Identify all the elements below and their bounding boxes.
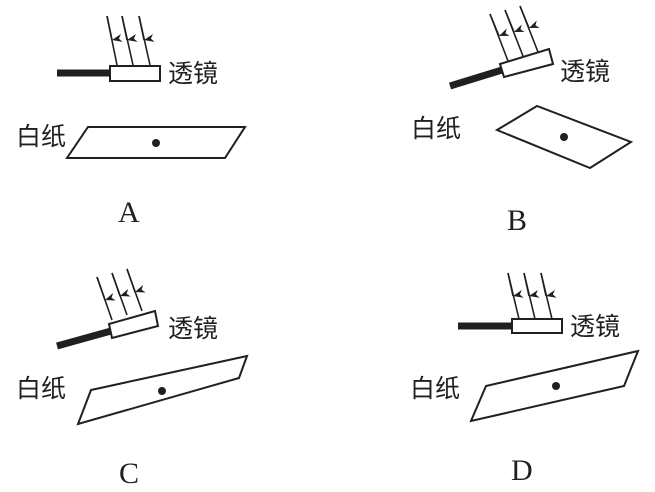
paper-label: 白纸	[16, 122, 66, 151]
option-c[interactable]: 透镜 白纸 C	[16, 268, 249, 490]
option-letter: B	[507, 204, 527, 237]
option-letter: D	[511, 454, 533, 487]
lens	[109, 65, 161, 82]
lens-label: 透镜	[168, 59, 218, 88]
paper-label: 白纸	[410, 374, 460, 403]
lens-label: 透镜	[168, 314, 218, 343]
light-spot	[152, 139, 160, 147]
lens	[498, 47, 555, 79]
light-rays	[106, 15, 155, 66]
option-a[interactable]: 透镜 白纸 A	[16, 15, 247, 229]
light-spot	[552, 382, 560, 390]
paper-label: 白纸	[16, 374, 66, 403]
option-letter: C	[119, 457, 139, 490]
lens	[107, 309, 160, 340]
paper-label: 白纸	[411, 114, 461, 143]
light-spot	[158, 387, 166, 395]
light-rays	[489, 5, 540, 62]
lens-label: 透镜	[560, 57, 610, 86]
lens-handle	[448, 66, 504, 90]
option-letter: A	[118, 196, 140, 229]
lens-label: 透镜	[570, 312, 620, 341]
lens	[511, 318, 563, 334]
option-b[interactable]: 透镜 白纸 B	[411, 5, 634, 237]
light-rays	[507, 272, 557, 320]
lens-handle	[56, 327, 112, 350]
light-rays	[96, 268, 146, 321]
option-d[interactable]: 透镜 白纸 D	[410, 272, 640, 487]
light-spot	[560, 133, 568, 141]
